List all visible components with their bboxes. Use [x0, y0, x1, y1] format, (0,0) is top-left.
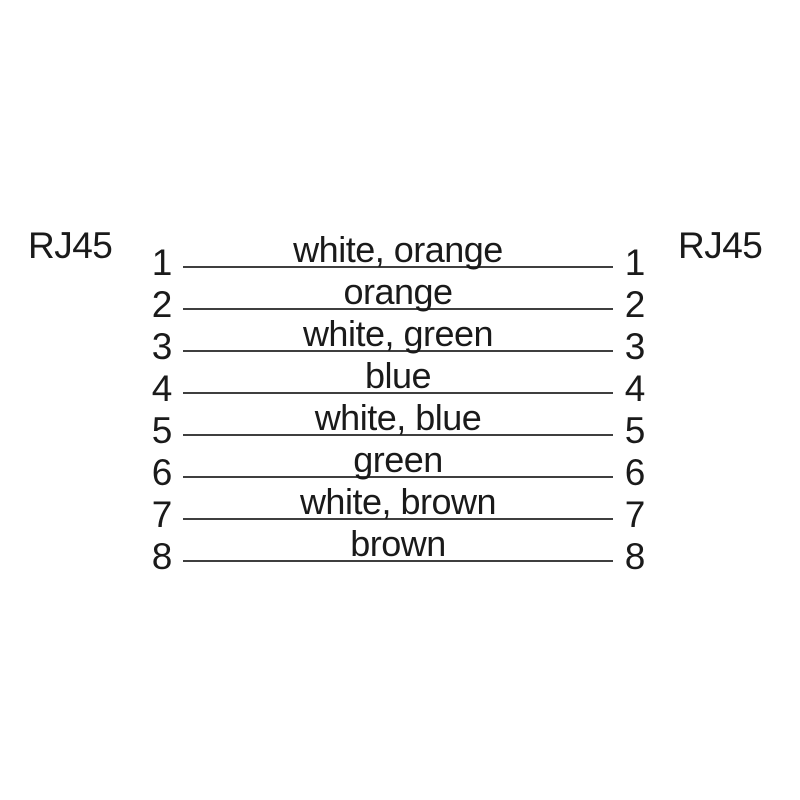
- wire-line: [183, 434, 613, 436]
- pin-number-left: 3: [151, 326, 173, 367]
- pin-number-left: 4: [151, 368, 173, 409]
- wire-color-label: brown: [350, 523, 446, 564]
- pin-number-left: 1: [151, 242, 173, 283]
- pin-number-right: 2: [624, 284, 646, 325]
- wire-color-label: white, brown: [299, 481, 497, 522]
- wire-line: [183, 392, 613, 394]
- connector-label-left: RJ45: [28, 225, 113, 266]
- pin-number-left: 7: [151, 494, 173, 535]
- pin-number-left: 8: [151, 536, 173, 577]
- wire-color-label: green: [353, 439, 443, 480]
- wire-line: [183, 308, 613, 310]
- wire-line: [183, 476, 613, 478]
- pin-number-left: 5: [151, 410, 173, 451]
- pin-number-right: 4: [624, 368, 646, 409]
- wire-line: [183, 518, 613, 520]
- wire-color-label: white, green: [302, 313, 494, 354]
- wire-color-label: white, orange: [293, 229, 503, 270]
- pin-number-right: 1: [624, 242, 646, 283]
- pin-number-left: 6: [151, 452, 173, 493]
- wire-color-label: blue: [364, 355, 432, 396]
- wire-line: [183, 560, 613, 562]
- pin-number-right: 5: [624, 410, 646, 451]
- pin-number-right: 7: [624, 494, 646, 535]
- connector-label-right: RJ45: [678, 225, 763, 266]
- wire-color-label: white, blue: [314, 397, 482, 438]
- pin-number-right: 8: [624, 536, 646, 577]
- wire-line: [183, 350, 613, 352]
- pin-number-right: 6: [624, 452, 646, 493]
- wire-line: [183, 266, 613, 268]
- pin-number-right: 3: [624, 326, 646, 367]
- pin-number-left: 2: [151, 284, 173, 325]
- wire-color-label: orange: [343, 271, 453, 312]
